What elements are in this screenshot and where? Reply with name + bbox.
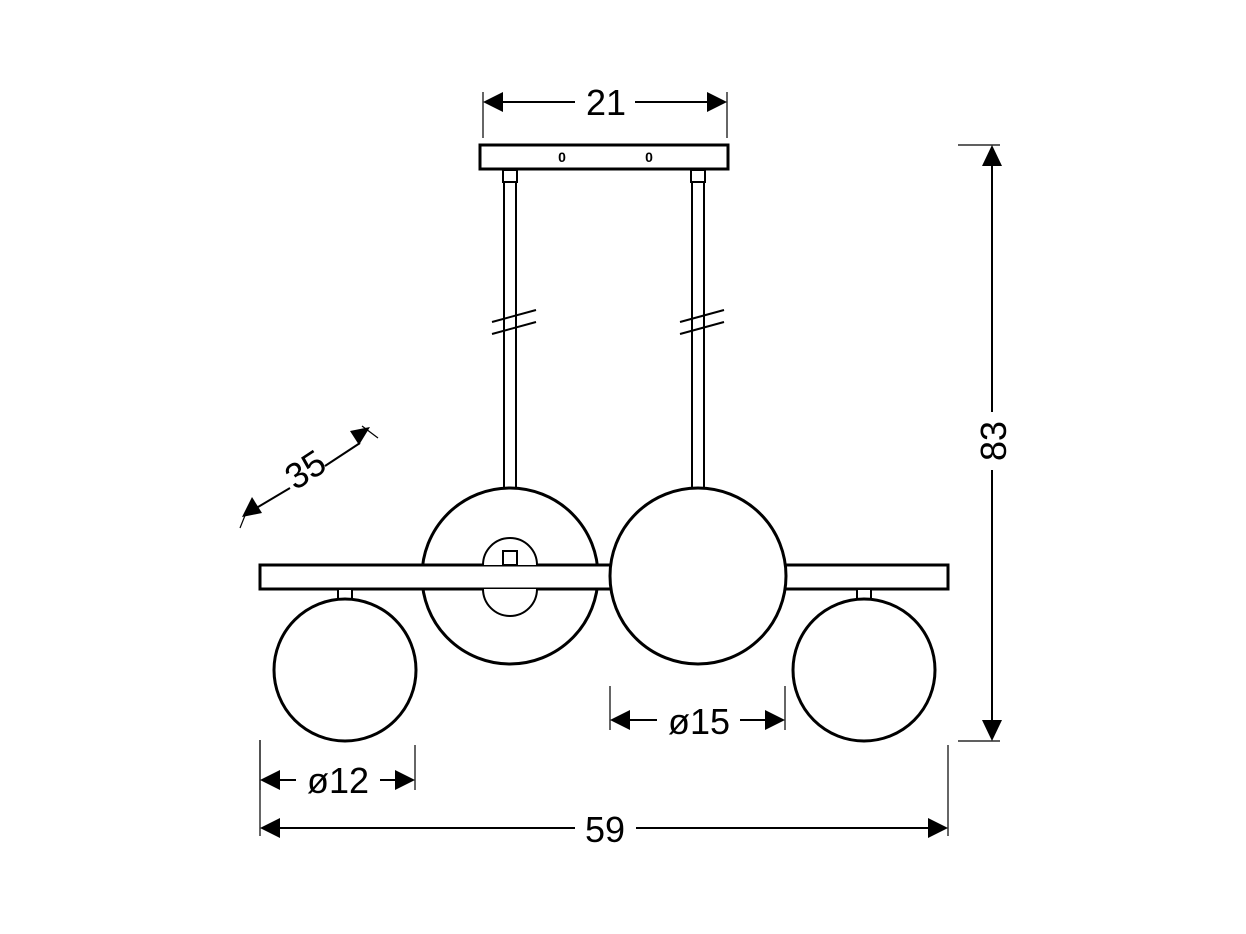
arm-center-mount [482, 537, 538, 617]
dimension-total-height: 83 [958, 144, 1014, 742]
small-globe-left [272, 588, 418, 743]
small-globe-diameter-label: ø12 [307, 760, 369, 801]
large-globe-front [608, 486, 788, 666]
ceiling-canopy: 0 0 [478, 143, 730, 171]
large-globe-diameter-label: ø15 [668, 701, 730, 742]
total-width-label: 59 [585, 809, 625, 850]
total-height-label: 83 [973, 421, 1014, 461]
depth-label: 35 [277, 441, 333, 497]
canopy-width-label: 21 [586, 82, 626, 123]
dimension-total-width: 59 [259, 740, 949, 850]
canopy-mark-right: 0 [645, 149, 653, 165]
canopy-mark-left: 0 [558, 149, 566, 165]
dimension-canopy-width: 21 [482, 82, 728, 138]
small-globe-right [791, 588, 937, 743]
dimension-small-globe: ø12 [259, 740, 416, 801]
horizontal-arm [258, 563, 950, 591]
dimension-large-globe: ø15 [609, 686, 786, 742]
dimension-depth: 35 [239, 425, 379, 529]
suspension-rod-right [679, 169, 725, 489]
